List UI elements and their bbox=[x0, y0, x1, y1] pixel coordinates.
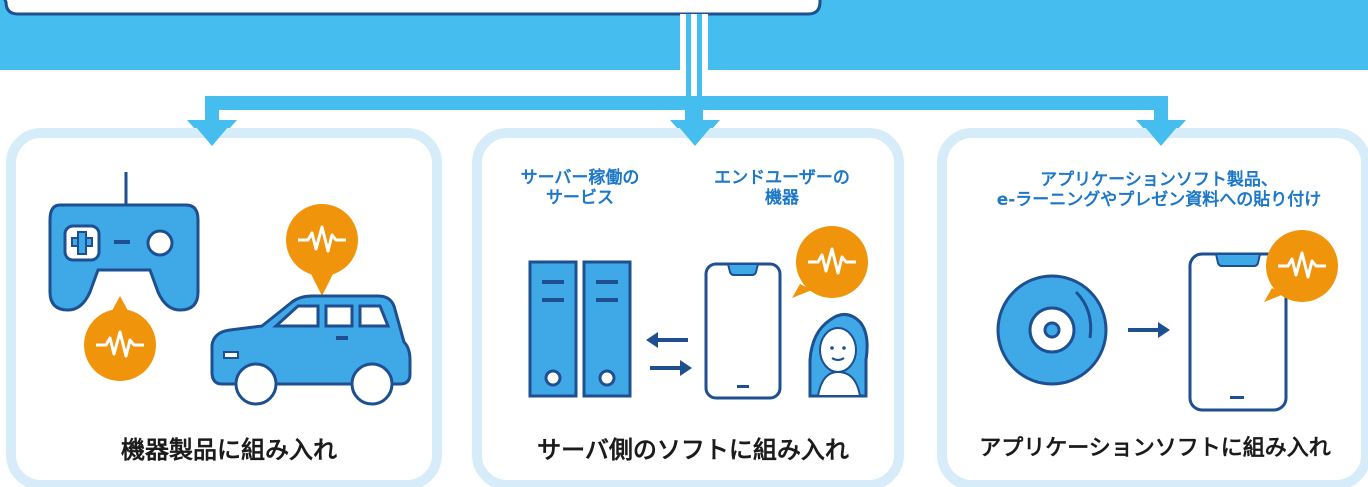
sound-wave-bubble-icon bbox=[286, 204, 358, 296]
sound-wave-bubble-icon bbox=[1264, 230, 1338, 302]
panel-1-title: 機器製品に組み入れ bbox=[121, 436, 337, 464]
smartphone-icon bbox=[1188, 252, 1288, 412]
car-icon bbox=[210, 294, 412, 406]
sound-wave-bubble-icon bbox=[792, 226, 868, 298]
panel-2-caption-left: サーバー稼働の サービス bbox=[520, 168, 640, 208]
game-controller-icon bbox=[48, 172, 200, 312]
cd-disc-icon bbox=[996, 274, 1108, 386]
panel-3-caption: アプリケーションソフト製品、 e-ラーニングやプレゼン資料への貼り付け bbox=[996, 170, 1322, 210]
top-box bbox=[3, 0, 822, 16]
panel-2-title: サーバ側のソフトに組み入れ bbox=[537, 436, 849, 464]
panel-2-caption-right: エンドユーザーの 機器 bbox=[714, 168, 850, 208]
smartphone-icon bbox=[704, 262, 782, 400]
arrow-right-icon bbox=[1128, 322, 1170, 338]
sound-wave-bubble-icon bbox=[84, 296, 156, 381]
exchange-arrows-icon bbox=[646, 332, 692, 376]
server-icon bbox=[582, 260, 632, 398]
panel-3-title: アプリケーションソフトに組み入れ bbox=[979, 436, 1331, 461]
server-icon bbox=[528, 260, 578, 398]
connector-lines bbox=[205, 14, 1168, 126]
user-avatar-icon bbox=[808, 313, 869, 398]
